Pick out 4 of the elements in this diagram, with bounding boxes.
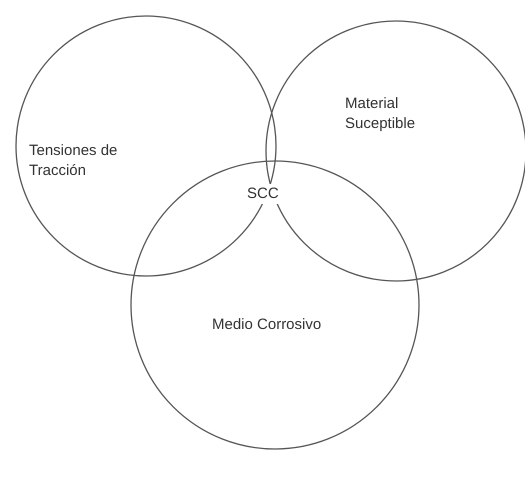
set-label: Material Suceptible (345, 94, 416, 134)
intersection-label: SCC (246, 184, 280, 204)
set-label: Medio Corrosivo (212, 315, 322, 335)
set-label: Tensiones de Tracción (29, 141, 118, 181)
